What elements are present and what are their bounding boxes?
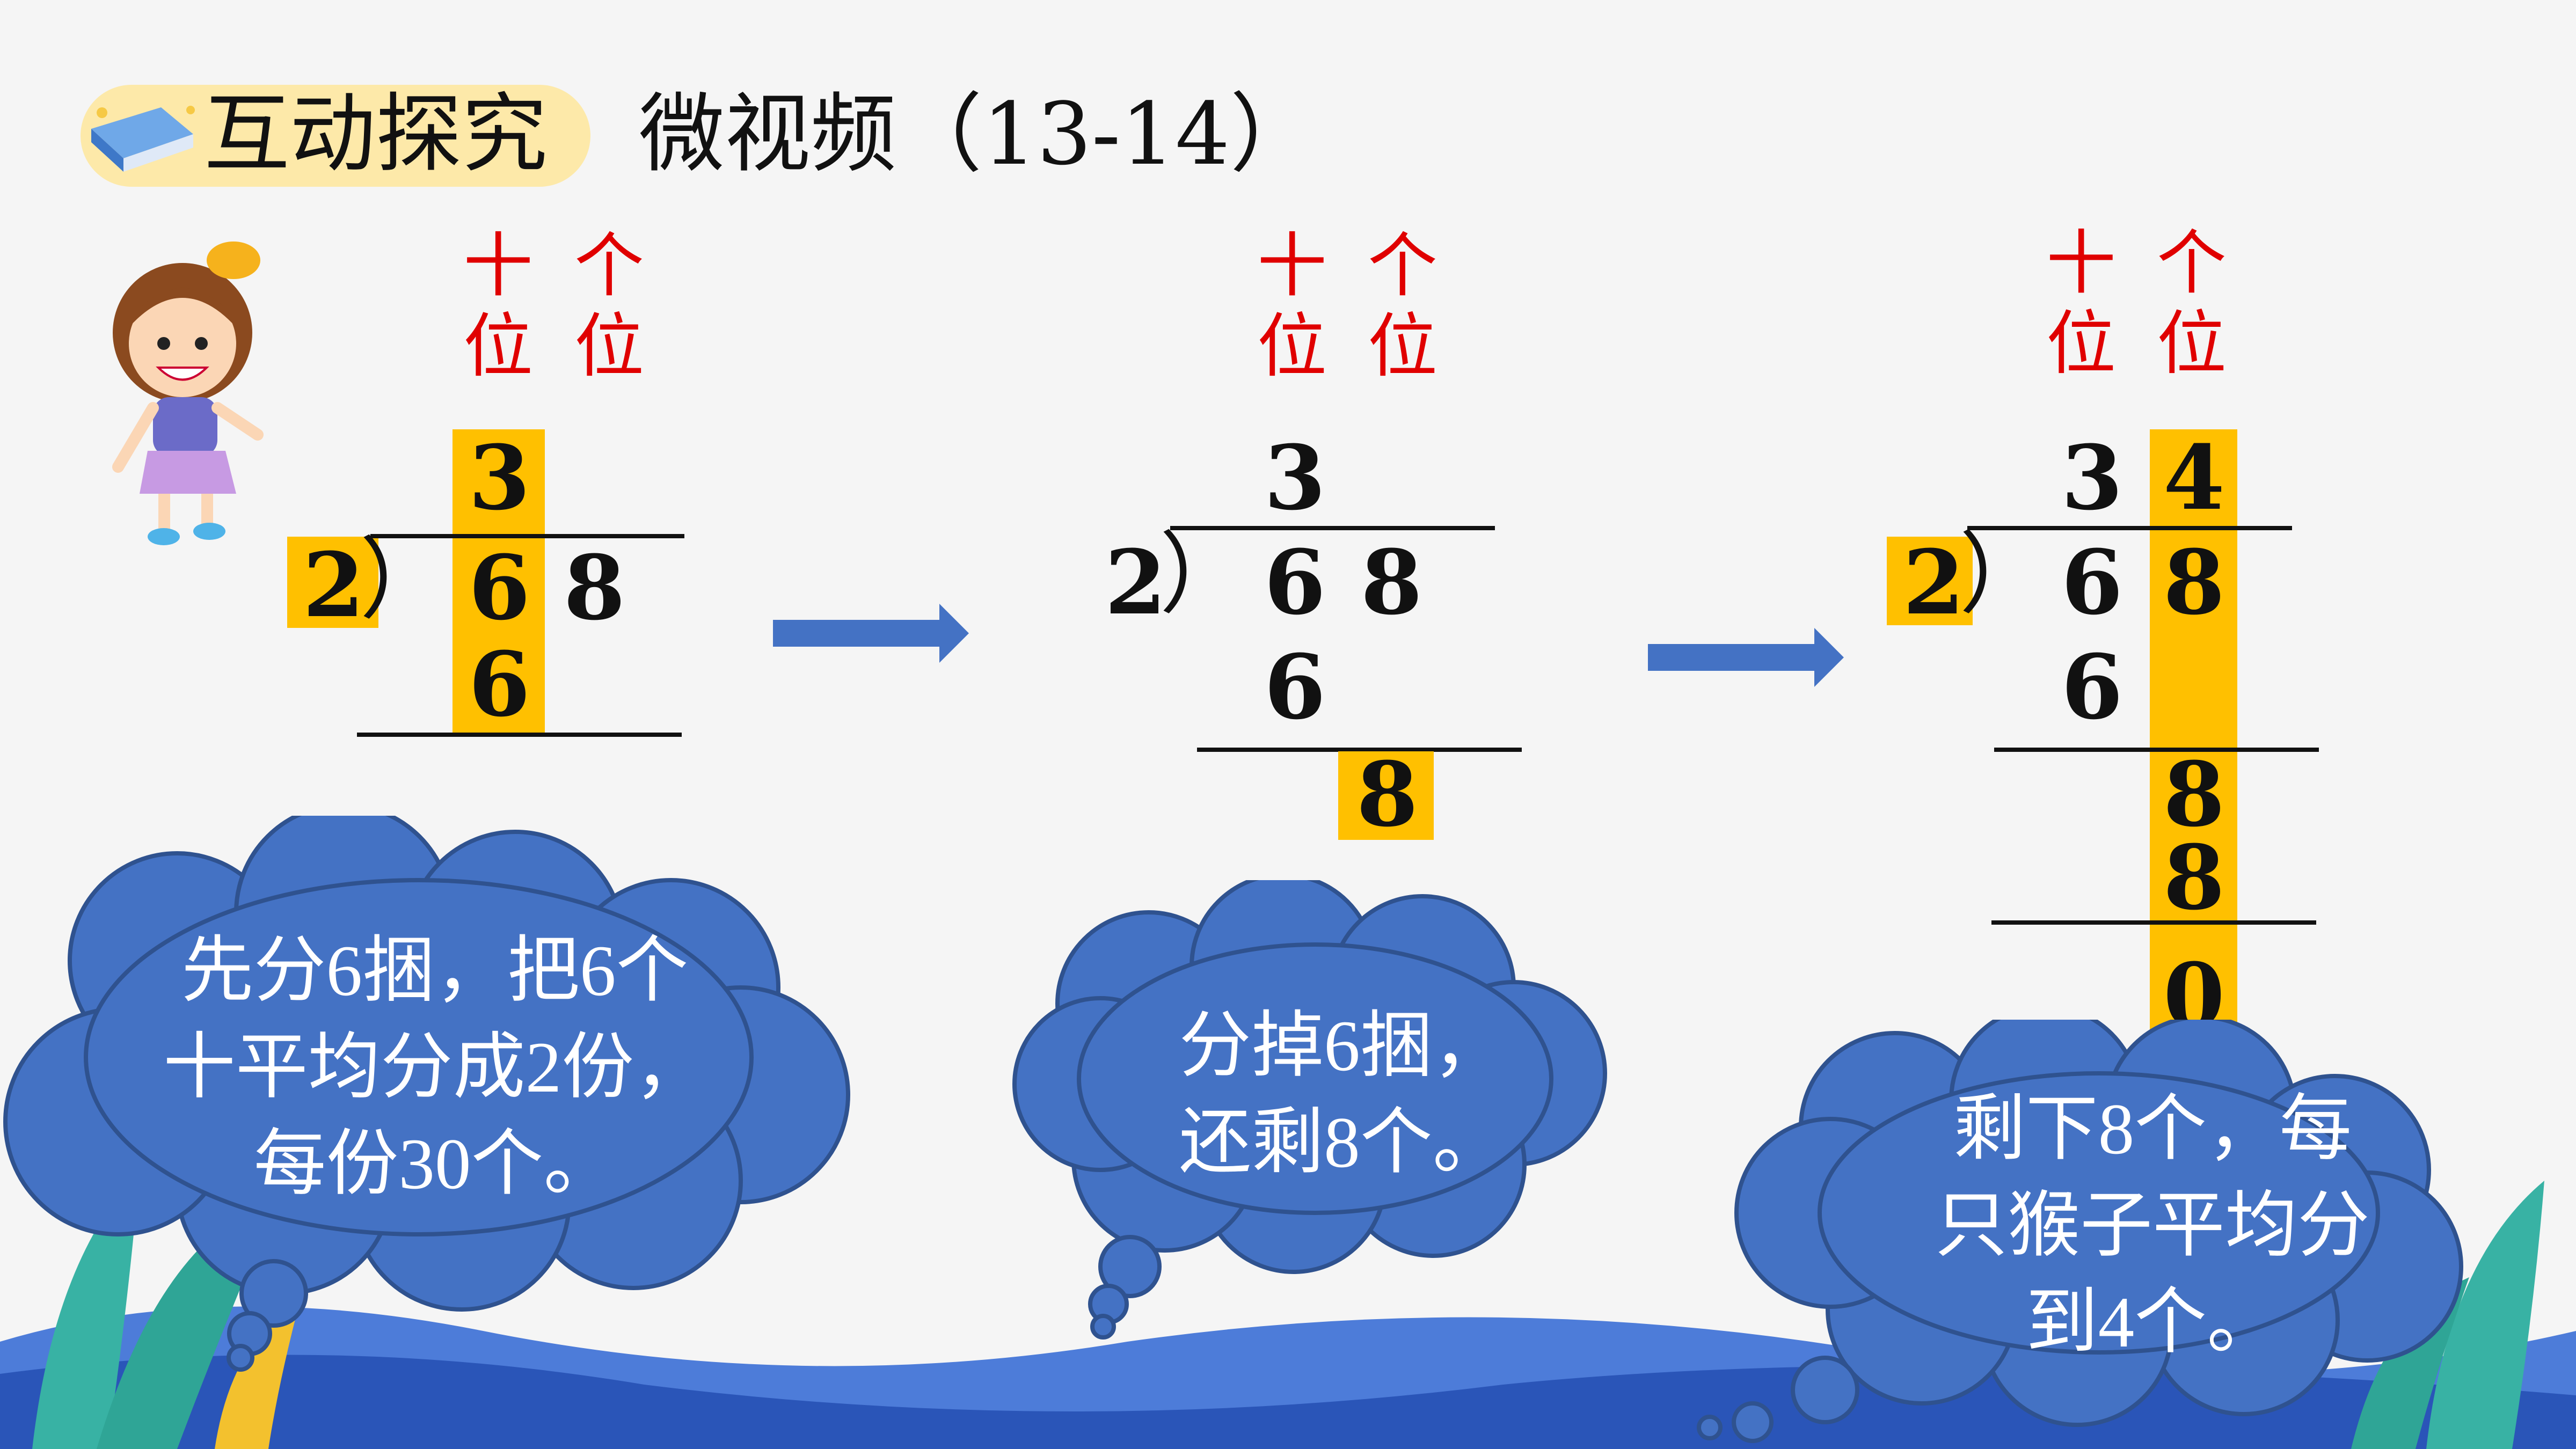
step1-tens-column-highlight [453,429,545,735]
step1-ones-label: 个 位 [574,225,644,387]
step3-quotient-ones: 4 [2163,426,2225,530]
step2-product: 6 [1264,635,1326,739]
step1-quotient: 3 [469,426,530,530]
step1-dividend-ones: 8 [564,536,625,640]
step2-subtraction-line [1197,748,1522,752]
step1-bracket: ） [360,528,448,631]
step3-dividend-ones: 8 [2163,530,2225,634]
step1-tens-label: 十 位 [463,225,533,387]
step3-tens-label: 十 位 [2046,222,2116,384]
title-badge-label: 互动探究 [204,84,548,184]
cloud-1-text: 先分6捆，把6个 十平均分成2份， 每份30个。 [163,931,707,1204]
step3-bracket: ） [1959,523,2048,626]
video-subtitle: 微视频（13-14） [639,84,1316,184]
step3-subtraction-line-1 [1994,748,2319,752]
step2-ones-label: 个 位 [1367,225,1437,387]
thought-cloud-3 [1697,1020,2463,1443]
step3-divisor: 2 [1903,530,1965,634]
step2-bracket: ） [1159,523,1248,626]
thought-cloud-2 [1012,880,1607,1340]
step3-division-bar [1967,526,2292,530]
step3-product-2: 8 [2163,825,2225,930]
step3-divisor-highlight [1887,537,1973,625]
girl-illustration [112,241,264,545]
step2-divisor: 2 [1105,530,1166,634]
step1-dividend-tens: 6 [469,536,530,640]
right-arrow-icon [1648,628,1844,687]
step2-tens-label: 十 位 [1257,225,1327,387]
step2-dividend-tens: 6 [1264,530,1326,634]
step3-quotient-tens: 3 [2061,426,2123,530]
step2-quotient: 3 [1264,426,1326,530]
step3-ones-column-highlight [2150,429,2237,1038]
step2-remainder-highlight [1338,751,1434,840]
step2-dividend-ones: 8 [1361,530,1422,634]
book-icon [91,106,195,172]
step2-remainder: 8 [1356,742,1418,846]
step1-subtraction-line [357,733,682,737]
cloud-2-text: 分掉6捆， 还剩8个。 [1179,1006,1505,1183]
thought-cloud-1 [3,816,850,1372]
step3-dividend-tens: 6 [2061,530,2123,634]
step1-divisor-highlight [287,537,378,628]
step1-divisor: 2 [303,533,364,637]
step3-ones-label: 个 位 [2156,222,2227,384]
step1-division-bar [370,534,684,538]
step3-product: 6 [2061,635,2123,739]
right-arrow-icon [773,604,969,663]
step2-division-bar [1170,526,1495,530]
step3-subtraction-line-2 [1991,920,2316,925]
cloud-3-text: 剩下8个，每 只猴子平均分 到4个。 [1935,1089,2370,1363]
step1-product: 6 [469,632,530,736]
step3-bring-down: 8 [2163,742,2225,846]
